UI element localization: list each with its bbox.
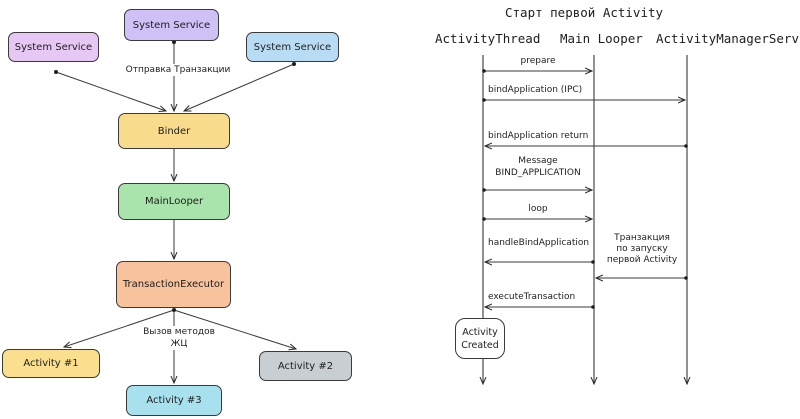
node-activity-3: Activity #3 [126, 385, 222, 416]
state-activity-created: Activity Created [455, 318, 505, 359]
edge-executor-activity2 [173, 309, 296, 349]
node-label: TransactionExecutor [122, 279, 225, 290]
node-label: MainLooper [144, 196, 204, 207]
node-label: Activity #2 [277, 360, 334, 372]
msg-label-line: BIND_APPLICATION [495, 168, 581, 178]
msg-label-line: Message [518, 156, 558, 166]
edge-label-send-transaction: Отправка Транзакции [124, 64, 232, 76]
node-system-service-right: System Service [246, 32, 339, 62]
msg-label-handle-bind-application: handleBindApplication [488, 238, 590, 248]
node-system-service-left: System Service [8, 32, 99, 62]
state-line: Activity [462, 326, 498, 338]
participant-ams: ActivityManagerService [656, 31, 800, 46]
edge-executor-activity1 [64, 309, 175, 347]
edge-label-line: Вызов методов [143, 327, 215, 337]
node-label: Binder [157, 125, 191, 137]
note-line: Транзакция [614, 233, 670, 243]
note-line: по запуску [616, 244, 668, 254]
node-label: System Service [14, 41, 93, 53]
node-main-looper: MainLooper [118, 183, 230, 220]
edge-label-call-methods: Вызов методов ЖЦ [136, 326, 222, 350]
edge-label-line: ЖЦ [170, 339, 188, 349]
msg-label-bind-application-return: bindApplication return [488, 131, 589, 141]
edge-service-right-binder [184, 63, 295, 111]
node-binder: Binder [118, 113, 230, 149]
note-transaction: Транзакция по запуску первой Activity [602, 233, 682, 266]
note-line: первой Activity [606, 255, 678, 265]
state-line: Created [461, 339, 499, 351]
sequence-title: Старт первой Activity [505, 5, 664, 20]
node-label: Activity #3 [146, 395, 202, 406]
node-system-service-top: System Service [124, 9, 219, 41]
edge-service-left-binder [55, 71, 166, 111]
node-label: System Service [132, 19, 211, 31]
msg-label-message: Message BIND_APPLICATION [484, 155, 592, 179]
msg-label-prepare: prepare [520, 56, 556, 66]
participant-main-looper: Main Looper [560, 31, 643, 46]
node-transaction-executor: TransactionExecutor [116, 261, 231, 308]
msg-label-execute-transaction: executeTransaction [488, 292, 576, 302]
msg-label-bind-application: bindApplication (IPC) [488, 85, 583, 95]
node-label: Activity #1 [23, 358, 79, 369]
msg-label-loop: loop [528, 204, 548, 214]
node-label: System Service [253, 41, 332, 53]
node-activity-1: Activity #1 [2, 349, 100, 378]
participant-activity-thread: ActivityThread [435, 31, 541, 46]
node-activity-2: Activity #2 [259, 351, 352, 381]
